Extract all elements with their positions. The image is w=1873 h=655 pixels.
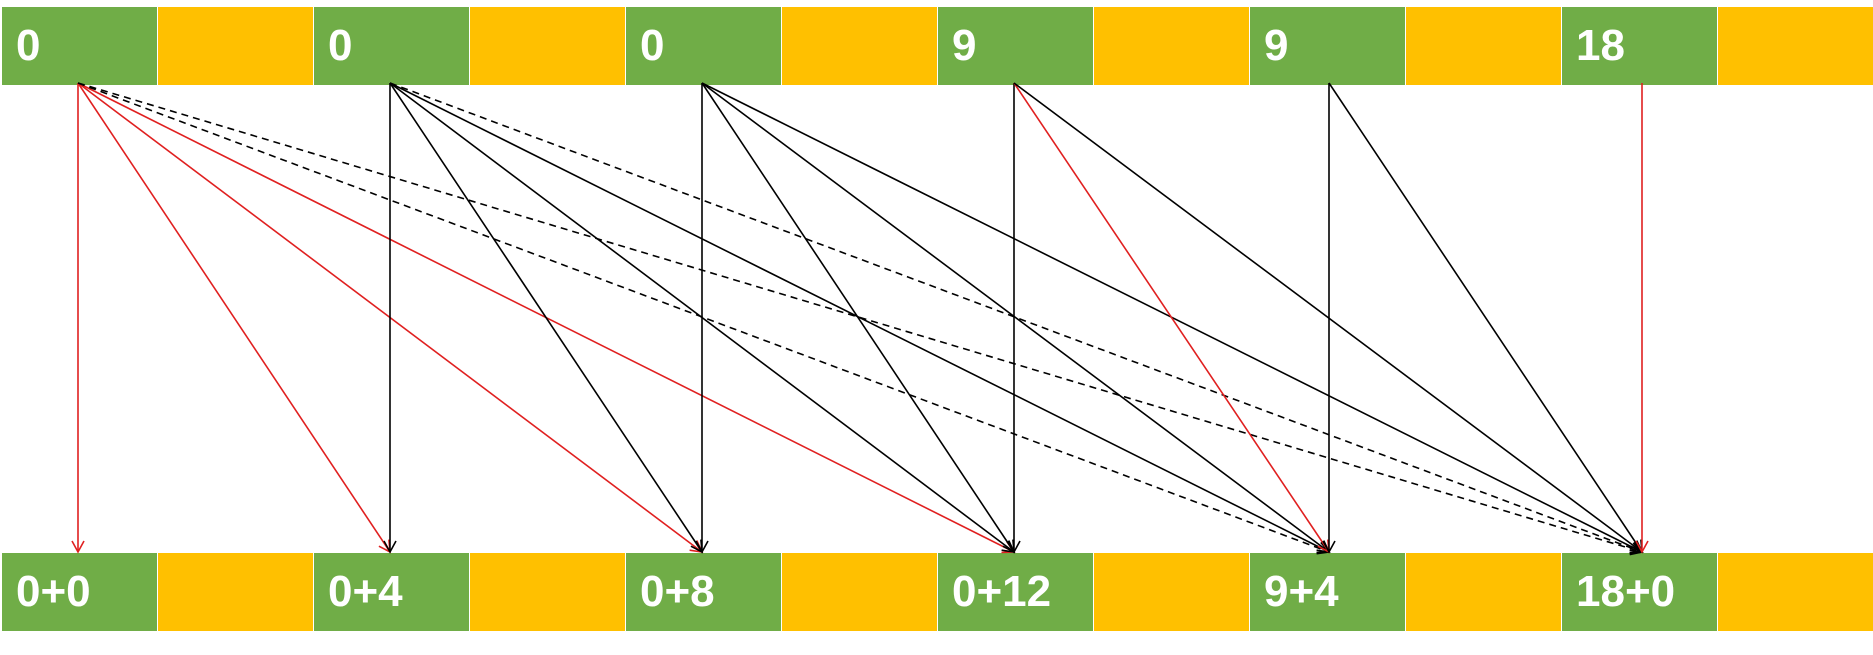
- arrow-2-to-3: [701, 82, 1015, 554]
- bottom-cell-label: 9+4: [1264, 567, 1339, 616]
- bottom-cell-4: 0+8: [626, 553, 781, 631]
- bottom-cell-2: 0+4: [314, 553, 469, 631]
- top-cell-10: 18: [1562, 7, 1717, 85]
- top-cell-11: [1718, 7, 1873, 85]
- bottom-cell-5: [782, 553, 937, 631]
- bottom-row: 0+0 0+4 0+8 0+12 9+4 18+0: [0, 553, 1873, 631]
- arrow-1-to-2: [389, 82, 703, 554]
- top-cell-label: 9: [952, 21, 977, 70]
- bottom-cell-0: 0+0: [2, 553, 157, 631]
- top-cell-7: [1094, 7, 1249, 85]
- bottom-cell-11: [1718, 553, 1873, 631]
- bottom-cell-7: [1094, 553, 1249, 631]
- top-cell-label: 0: [328, 21, 353, 70]
- arrow-4-to-5: [1328, 82, 1643, 554]
- bottom-cell-8: 9+4: [1250, 553, 1405, 631]
- bottom-cell-label: 0+12: [952, 567, 1052, 616]
- bottom-cell-3: [470, 553, 625, 631]
- top-row: 0 0 0 9 9 18: [0, 7, 1873, 85]
- bottom-cell-9: [1406, 553, 1561, 631]
- bottom-cell-10: 18+0: [1562, 553, 1717, 631]
- top-cell-3: [470, 7, 625, 85]
- top-cell-1: [158, 7, 313, 85]
- bottom-cell-1: [158, 553, 313, 631]
- arrow-0-to-1: [77, 82, 391, 554]
- bottom-cell-label: 18+0: [1576, 567, 1676, 616]
- arrow-0-to-4: [77, 82, 1331, 555]
- bottom-cell-6: 0+12: [938, 553, 1093, 631]
- top-cell-4: 0: [626, 7, 781, 85]
- bottom-cell-label: 0+8: [640, 567, 715, 616]
- top-cell-9: [1406, 7, 1561, 85]
- arrow-1-to-4: [389, 82, 1331, 554]
- top-cell-label: 0: [16, 21, 41, 70]
- bottom-cell-label: 0+0: [16, 567, 91, 616]
- top-cell-2: 0: [314, 7, 469, 85]
- arrow-3-to-5: [1013, 82, 1644, 553]
- top-cell-label: 9: [1264, 21, 1289, 70]
- arrow-2-to-4: [701, 82, 1331, 554]
- arrow-3-to-4: [1013, 82, 1330, 554]
- arrow-1-to-5: [389, 82, 1644, 555]
- top-cell-label: 0: [640, 21, 665, 70]
- top-cell-8: 9: [1250, 7, 1405, 85]
- bottom-cell-label: 0+4: [328, 567, 403, 616]
- top-cell-0: 0: [2, 7, 157, 85]
- top-cell-6: 9: [938, 7, 1093, 85]
- top-cell-5: [782, 7, 937, 85]
- top-cell-label: 18: [1576, 21, 1625, 70]
